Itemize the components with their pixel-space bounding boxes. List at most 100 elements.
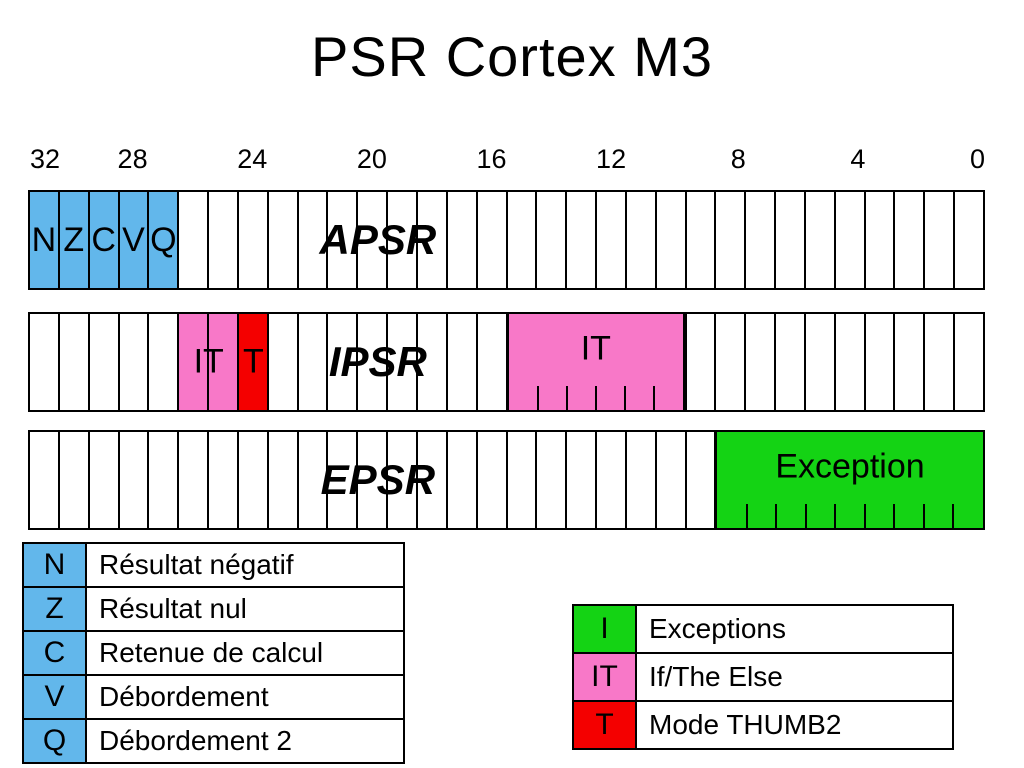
legend-desc-q: Débordement 2 (99, 725, 293, 756)
register-epsr: EPSR Exception (28, 430, 985, 530)
cell-divider-tick (775, 504, 778, 528)
flag-cell-z: Z (59, 192, 90, 288)
legend-desc-i: Exceptions (649, 613, 786, 644)
legend-desc-c: Retenue de calcul (99, 637, 324, 668)
bit-label-32: 32 (30, 144, 61, 174)
bit-cell (60, 432, 90, 528)
flag-cell-c: C (89, 192, 120, 288)
bit-cell (418, 192, 448, 288)
bit-label-12: 12 (596, 144, 627, 174)
bit-cell (657, 432, 687, 528)
bit-cell (687, 432, 717, 528)
cell-divider-tick (565, 386, 568, 410)
bit-label-28: 28 (117, 144, 148, 174)
legend-row-c: C Retenue de calcul (24, 630, 403, 674)
bit-cell (358, 192, 389, 288)
bit-cell (328, 432, 359, 528)
cell-divider-tick (863, 504, 866, 528)
bit-cell (508, 432, 538, 528)
bit-cell (60, 314, 90, 410)
bit-cell (239, 192, 269, 288)
register-ipsr-label: IPSR (328, 338, 427, 385)
cell-divider-tick (653, 386, 656, 410)
bit-cell (716, 314, 747, 410)
bit-cell (657, 314, 687, 410)
legend-row-z: Z Résultat nul (24, 586, 403, 630)
legend-key-it: IT (574, 654, 637, 700)
legend-desc-z: Résultat nul (99, 593, 247, 624)
it-bits-label: IT (179, 314, 239, 410)
bit-cell (597, 192, 627, 288)
legend-desc-n: Résultat négatif (99, 549, 294, 580)
bit-cell (746, 192, 777, 288)
bit-cell (90, 432, 120, 528)
bit-cell (687, 314, 717, 410)
bit-cell (925, 192, 956, 288)
bit-cell (478, 432, 508, 528)
bit-cell (30, 432, 60, 528)
bit-cell (478, 192, 508, 288)
bit-cell (448, 314, 478, 410)
legend-row-it: IT If/The Else (574, 652, 952, 700)
legend-key-c: C (24, 632, 87, 674)
flag-cell-q: Q (149, 192, 180, 288)
bit-cell (776, 314, 806, 410)
bit-cell (209, 432, 239, 528)
legend-key-q: Q (24, 720, 87, 762)
bit-cell (895, 192, 926, 288)
legend-key-v: V (24, 676, 87, 718)
cell-divider-tick (952, 504, 955, 528)
bit-cell (955, 314, 983, 410)
t-bit-label-label: T (242, 342, 264, 381)
bit-cell (776, 192, 806, 288)
register-apsr-label: APSR (319, 216, 437, 263)
bit-cell (627, 432, 657, 528)
bit-cell (537, 192, 568, 288)
bit-cell (179, 432, 210, 528)
bit-cell (687, 192, 717, 288)
colored-bit-cell (209, 314, 239, 410)
bit-cell (179, 192, 210, 288)
bit-cell (866, 192, 896, 288)
bit-label-0: 0 (969, 144, 985, 174)
bit-cell (657, 192, 687, 288)
bit-cell (746, 314, 777, 410)
legend-row-i: I Exceptions (574, 606, 952, 652)
bit-cell (328, 314, 359, 410)
bit-cell (806, 314, 836, 410)
legend-flags-table: N Résultat négatif Z Résultat nul C Rete… (22, 542, 405, 764)
cell-divider-tick (834, 504, 837, 528)
bit-cell (508, 192, 538, 288)
exception-field-label: Exception (775, 447, 925, 486)
cell-divider-tick (623, 386, 626, 410)
bit-cell (418, 432, 448, 528)
bit-label-24: 24 (237, 144, 268, 174)
flag-cell-v: V (119, 192, 150, 288)
cell-divider-tick (745, 504, 748, 528)
bit-cell (388, 432, 418, 528)
bit-cell (836, 192, 866, 288)
colored-bit-cell (179, 314, 210, 410)
bit-label-4: 4 (850, 144, 866, 174)
bit-scale: 32 28 24 20 16 12 8 4 0 (28, 144, 985, 176)
cell-divider-tick (536, 386, 539, 410)
bit-cell (537, 432, 568, 528)
bit-cell (716, 192, 747, 288)
bit-cell (239, 432, 269, 528)
legend-desc-it: If/The Else (649, 661, 783, 692)
legend-key-z: Z (24, 588, 87, 630)
legend-desc-t: Mode THUMB2 (649, 709, 842, 740)
bit-cell (299, 192, 329, 288)
cell-divider-tick (594, 386, 597, 410)
bit-cell (925, 314, 956, 410)
bit-cell (209, 192, 239, 288)
bit-cell (149, 432, 180, 528)
bit-cell (120, 432, 150, 528)
bit-cell (120, 314, 150, 410)
legend-key-t: T (574, 702, 637, 748)
bit-cell (90, 314, 120, 410)
bit-cell (269, 192, 299, 288)
bit-cell (448, 192, 478, 288)
